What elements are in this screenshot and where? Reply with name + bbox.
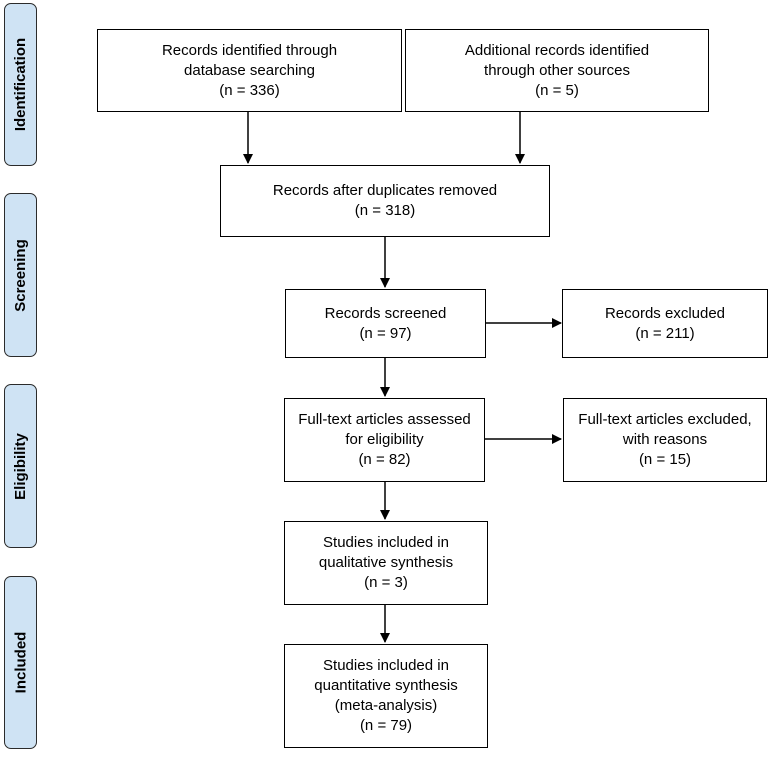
box-qualitative-line2: qualitative synthesis — [318, 554, 454, 571]
box-quantitative-synthesis: Studies included in quantitative synthes… — [284, 644, 488, 748]
box-excluded-line1: Records excluded — [604, 304, 726, 322]
box-quantitative-line3: (meta-analysis) — [334, 697, 438, 714]
box-other-sources: Additional records identified through ot… — [405, 29, 709, 112]
box-duplicates-count: (n = 318) — [354, 202, 416, 219]
phase-included: Included — [4, 576, 37, 749]
box-duplicates-line1: Records after duplicates removed — [272, 182, 498, 199]
box-other-count: (n = 5) — [535, 81, 579, 99]
box-quantitative-line1: Studies included in — [323, 657, 449, 674]
box-fulltext-count: (n = 82) — [358, 451, 411, 468]
box-database-count: (n = 336) — [219, 81, 280, 99]
box-fulltext-line2: for eligibility — [345, 431, 424, 448]
box-database-records: Records identified through database sear… — [97, 29, 402, 112]
box-qualitative-line1: Studies included in — [323, 534, 449, 551]
box-duplicates-removed: Records after duplicates removed (n = 31… — [220, 165, 550, 237]
box-screened-line1: Records screened — [324, 304, 447, 322]
box-quantitative-count: (n = 79) — [359, 717, 413, 734]
box-fulltext-excluded: Full-text articles excluded, with reason… — [563, 398, 767, 482]
box-fulltext-assessed: Full-text articles assessed for eligibil… — [284, 398, 485, 482]
box-screened-count: (n = 97) — [359, 324, 412, 342]
box-fulltext-excluded-count: (n = 15) — [638, 451, 692, 468]
box-qualitative-count: (n = 3) — [364, 574, 408, 591]
box-excluded-count: (n = 211) — [635, 324, 695, 342]
box-fulltext-line1: Full-text articles assessed — [298, 411, 471, 428]
box-records-excluded: Records excluded (n = 211) — [562, 289, 768, 358]
box-database-line1: Records identified through — [161, 41, 338, 59]
box-qualitative-synthesis: Studies included in qualitative synthesi… — [284, 521, 488, 605]
box-fulltext-excluded-line1: Full-text articles excluded, — [578, 411, 752, 428]
phase-eligibility: Eligibility — [4, 384, 37, 548]
box-other-line1: Additional records identified — [464, 41, 650, 59]
box-other-line2: through other sources — [484, 61, 630, 79]
box-database-line2: database searching — [184, 61, 315, 79]
box-fulltext-excluded-line2: with reasons — [622, 431, 708, 448]
box-quantitative-line2: quantitative synthesis — [314, 677, 458, 694]
phase-screening: Screening — [4, 193, 37, 357]
box-records-screened: Records screened (n = 97) — [285, 289, 486, 358]
phase-identification: Identification — [4, 3, 37, 166]
